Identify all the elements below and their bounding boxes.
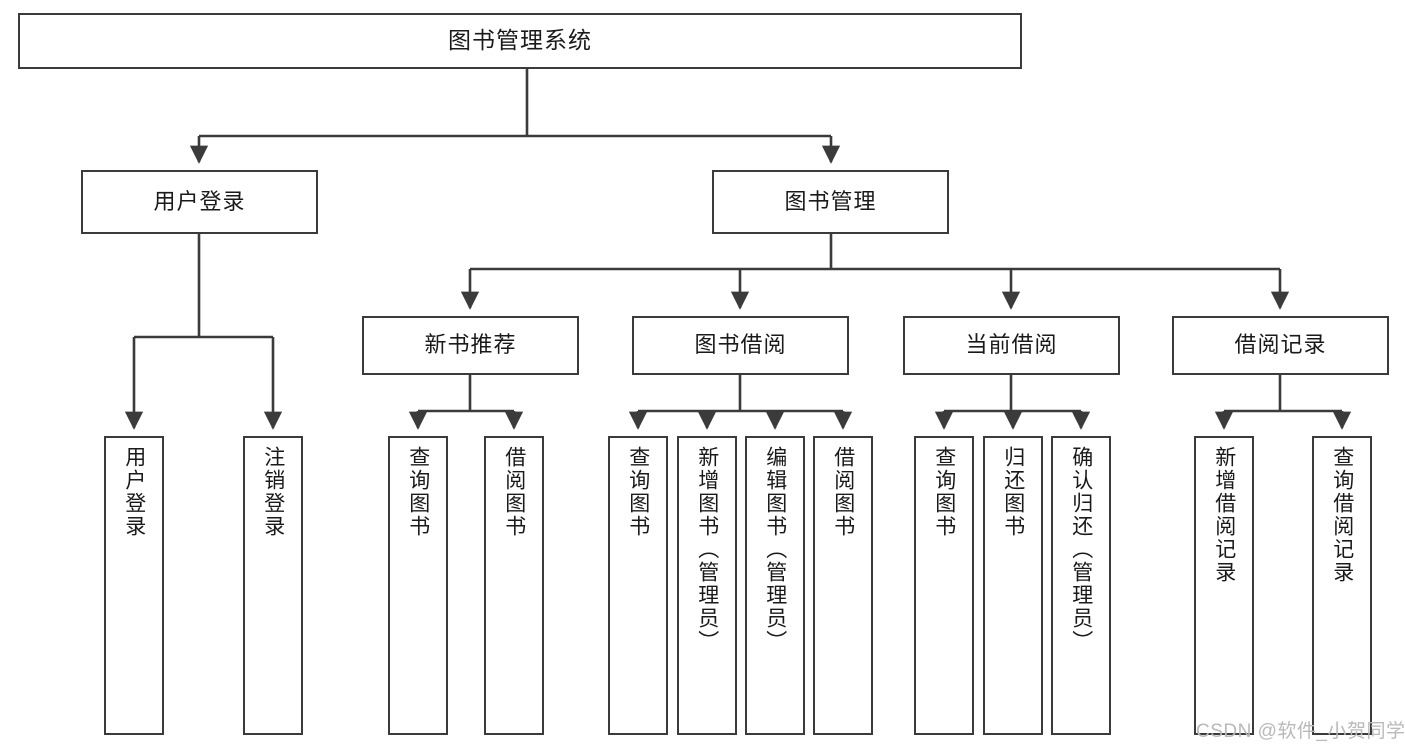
node-user-login-do[interactable]: 用户登录 [104,436,164,735]
node-query-book-1[interactable]: 查询图书 [388,436,448,735]
node-label: 注销登录 [261,446,285,538]
node-borrow-book-1[interactable]: 借阅图书 [484,436,544,735]
node-query-book-2[interactable]: 查询图书 [608,436,668,735]
node-query-borrow-record[interactable]: 查询借阅记录 [1312,436,1372,735]
node-label: 查询图书 [406,446,430,538]
node-book-manage[interactable]: 图书管理 [712,170,949,234]
csdn-watermark: CSDN @软件_小贺同学 [1196,721,1405,742]
node-label: 借阅图书 [502,446,526,538]
node-query-book-3[interactable]: 查询图书 [914,436,974,735]
node-label: 用户登录 [122,446,146,538]
node-label: 归还图书 [1001,446,1025,538]
node-borrow-record[interactable]: 借阅记录 [1172,316,1389,375]
node-label: 新增借阅记录 [1212,446,1236,584]
node-return-book[interactable]: 归还图书 [983,436,1043,735]
node-add-borrow-record[interactable]: 新增借阅记录 [1194,436,1254,735]
node-borrow-book-2[interactable]: 借阅图书 [813,436,873,735]
node-confirm-return[interactable]: 确认归还（管理员） [1051,436,1111,735]
node-add-book[interactable]: 新增图书（管理员） [677,436,737,735]
node-edit-book[interactable]: 编辑图书（管理员） [745,436,805,735]
node-label: 确认归还（管理员） [1069,446,1093,653]
node-root[interactable]: 图书管理系统 [18,13,1022,69]
node-label: 查询图书 [932,446,956,538]
node-user-logout[interactable]: 注销登录 [243,436,303,735]
node-label: 借阅图书 [831,446,855,538]
node-label: 查询图书 [626,446,650,538]
node-label: 新增图书（管理员） [695,446,719,653]
node-user-login[interactable]: 用户登录 [81,170,318,234]
node-new-book-rec[interactable]: 新书推荐 [362,316,579,375]
node-book-borrow[interactable]: 图书借阅 [632,316,849,375]
node-current-borrow[interactable]: 当前借阅 [903,316,1120,375]
node-label: 查询借阅记录 [1330,446,1354,584]
node-label: 编辑图书（管理员） [763,446,787,653]
